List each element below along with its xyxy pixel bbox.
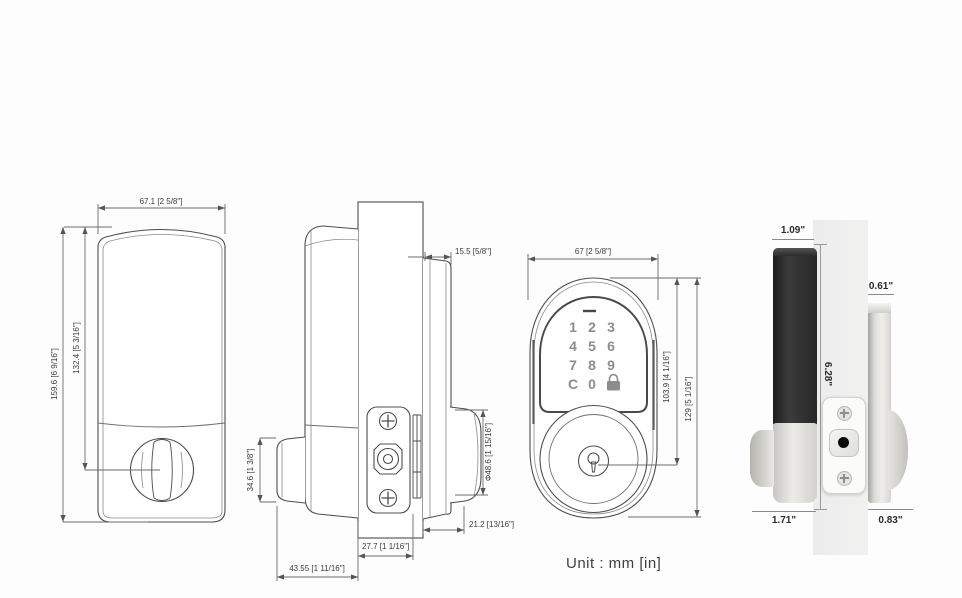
dim-label-plate-depth: 15.5 [5/8"] — [455, 247, 491, 256]
dim-label-exterior-depth: 21.2 [13/16"] — [469, 520, 514, 529]
screw-top-icon — [836, 405, 852, 421]
view-interior-front — [97, 229, 226, 523]
exterior-body-inner-line — [533, 281, 654, 515]
thumbturn-side — [276, 436, 306, 504]
exterior-assembly-photo — [868, 303, 891, 503]
key-cylinder — [577, 445, 610, 477]
interior-body-seam — [97, 422, 226, 428]
key-7: 7 — [569, 357, 577, 373]
lock-icon — [607, 373, 620, 391]
key-clear: C — [568, 376, 578, 392]
spindle-hole-photo — [837, 436, 849, 448]
interior-escutcheon-side — [304, 225, 359, 519]
dim-overline — [868, 509, 913, 510]
exterior-inner-lines — [429, 260, 447, 517]
exterior-back-plate — [422, 257, 452, 520]
lock-body — [607, 381, 620, 391]
key-1: 1 — [569, 319, 577, 335]
dim-label-interior-depth: 43.55 [1 11/16"] — [289, 564, 345, 573]
keypad-bezel — [539, 295, 648, 413]
thumbturn-grip-bottom — [153, 497, 171, 501]
thumbturn-side-arc-right — [180, 451, 183, 489]
door-edge-strip — [813, 220, 868, 555]
dim-label-thumbturn: 34.6 [1 3/8"] — [246, 449, 255, 492]
dim-label-door-thickness: 27.7 [1 1/16"] — [362, 542, 409, 551]
height-dim-tick-top — [814, 244, 827, 245]
interior-assembly-top-cap — [773, 248, 817, 256]
dim-underline — [772, 239, 814, 240]
spindle-hub-ring — [376, 447, 400, 471]
keyhole-circle — [587, 452, 600, 465]
extension-line — [527, 254, 701, 518]
view-interior-front-dimensions: 67.1 [2 5/8"] 159.6 [6 9/16"] 132.4 [5 3… — [50, 197, 226, 523]
view-side-profile — [276, 201, 482, 539]
screw-top-cross — [381, 414, 395, 428]
screw-bottom-icon — [836, 470, 852, 486]
dim-label-rose-diameter: Φ48.6 [1 15/16"] — [484, 423, 493, 481]
dim-label-exterior-bottom-width: 0.83" — [878, 515, 903, 526]
view-photo-side: 1.09" 0.61" 6.28" 1.71" 0.83" — [740, 200, 962, 580]
dim-underline — [868, 294, 894, 295]
interior-lower-housing — [773, 423, 817, 503]
height-dim-line — [820, 245, 821, 510]
screw-bottom-cross — [381, 491, 395, 505]
dim-label-height-total: 129 [5 1/16"] — [684, 376, 693, 421]
dim-label-interior-bottom-width: 1.71" — [771, 515, 797, 526]
view-side-profile-dimensions: 34.6 [1 3/8"] 43.55 [1 11/16"] 27.7 [1 1… — [246, 247, 514, 581]
torque-blade-rings — [412, 414, 422, 499]
thumbturn-knob-photo — [750, 430, 774, 487]
dim-label-width: 67.1 [2 5/8"] — [140, 197, 183, 206]
key-9: 9 — [607, 357, 615, 373]
keyway-notch — [590, 461, 597, 473]
exterior-rose-photo — [888, 410, 908, 490]
thumbturn-grip-top — [153, 439, 171, 443]
key-5: 5 — [588, 338, 596, 354]
exterior-assembly-top-cap — [868, 303, 891, 313]
extension-line — [63, 204, 226, 523]
key-3: 3 — [607, 319, 615, 335]
unit-label: Unit : mm [in] — [566, 555, 662, 572]
dim-label-interior-top-width: 1.09" — [780, 225, 806, 236]
height-dim-tick-bottom — [814, 509, 827, 510]
spindle-hole — [382, 453, 394, 465]
key-2: 2 — [588, 319, 596, 335]
dim-overline — [752, 511, 816, 512]
thumbturn-grip-right — [169, 441, 173, 499]
escutcheon-cap-seam — [304, 238, 359, 247]
interior-assembly-photo — [773, 248, 817, 425]
dim-label-exterior-top-width: 0.61" — [868, 281, 894, 292]
key-8: 8 — [588, 357, 596, 373]
key-0: 0 — [588, 376, 596, 392]
dim-label-width: 67 [2 5/8"] — [575, 247, 611, 256]
dim-label-height-total: 159.6 [6 9/16"] — [50, 348, 59, 400]
keypad-digits: 1 2 3 4 5 6 7 8 9 C 0 — [568, 319, 620, 392]
view-exterior-front — [529, 277, 658, 519]
dim-label-height-knob: 132.4 [5 3/16"] — [72, 322, 81, 374]
dim-label-height-cylinder: 103.9 [4 1/16"] — [662, 351, 671, 403]
key-6: 6 — [607, 338, 615, 354]
lock-shackle — [608, 373, 619, 381]
escutcheon-seam — [304, 424, 359, 429]
key-4: 4 — [569, 338, 577, 354]
view-exterior-front-dimensions: 67 [2 5/8"] 103.9 [4 1/16"] 129 [5 1/16"… — [527, 247, 701, 518]
interior-body-inner-line — [102, 234, 223, 519]
exterior-rose-side — [449, 406, 482, 504]
exterior-rose-inner — [473, 412, 479, 498]
dim-label-height: 6.28" — [822, 361, 833, 387]
